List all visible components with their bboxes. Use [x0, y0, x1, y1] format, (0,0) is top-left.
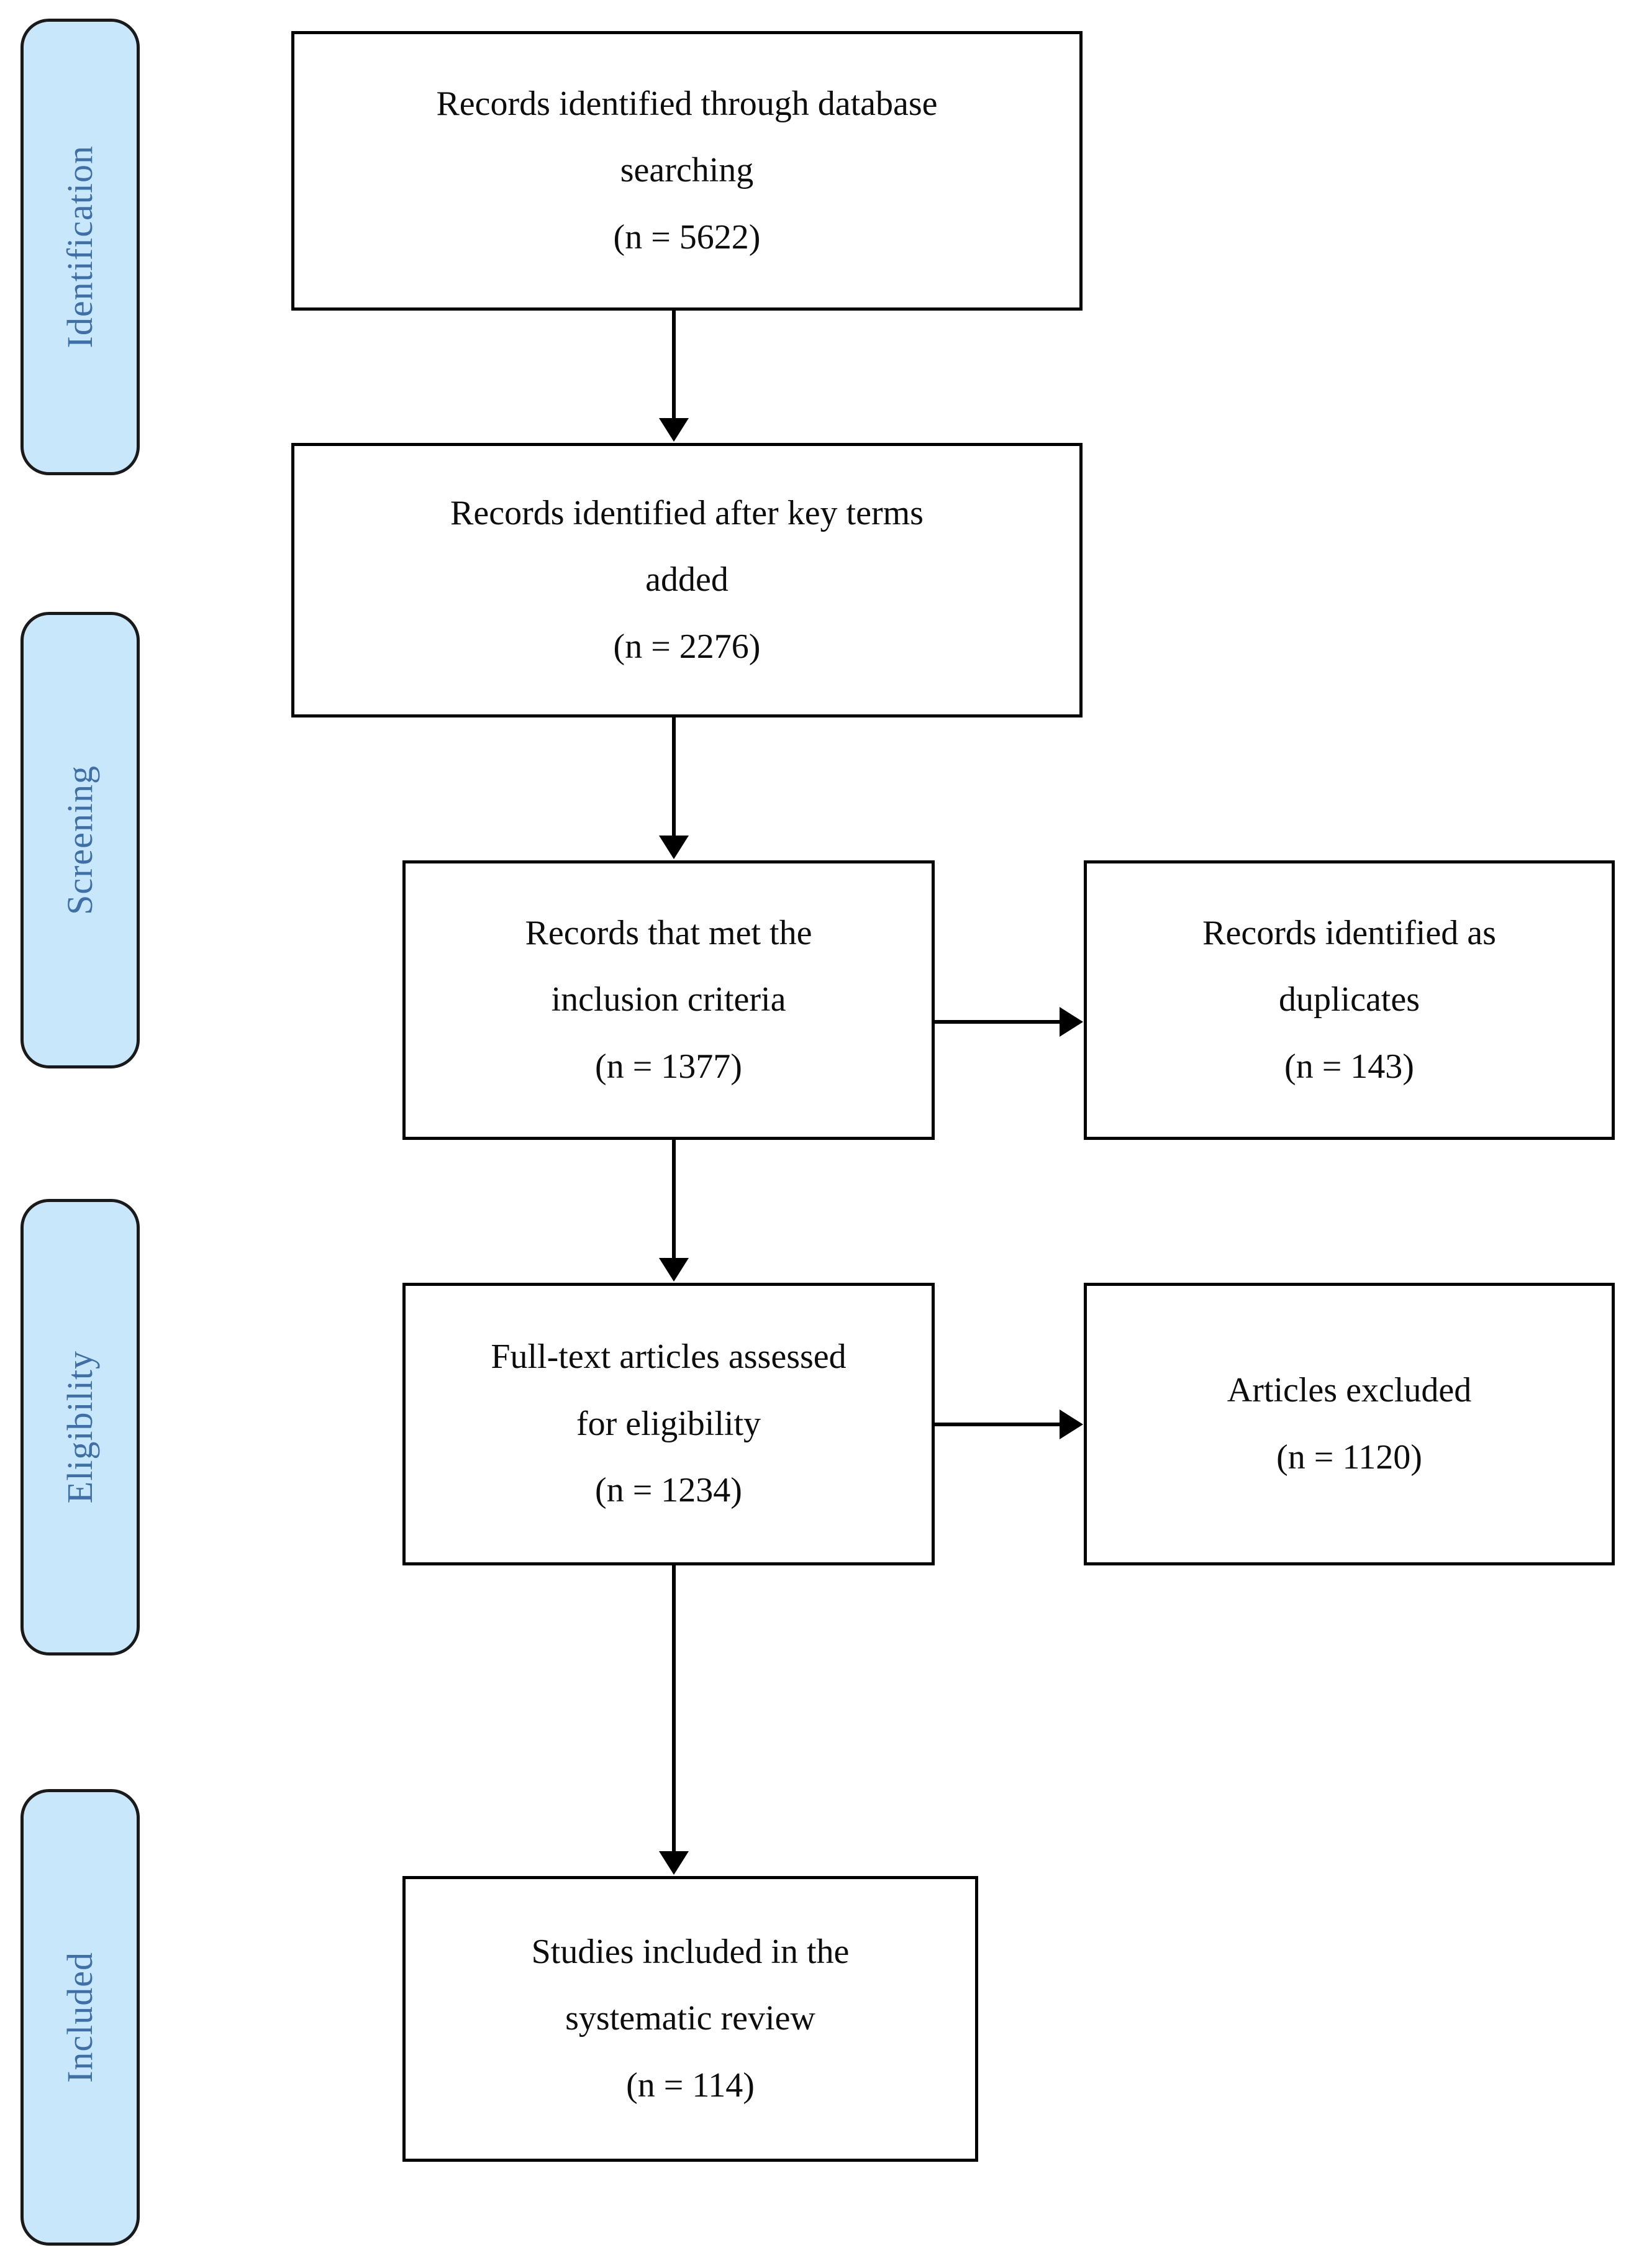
box-line-text: Records identified through database [436, 84, 938, 123]
box-line-text: for eligibility [576, 1404, 761, 1443]
box-line-text: Studies included in the [531, 1932, 850, 1971]
box-line-text: added [645, 560, 729, 599]
stage-label-included: Included [60, 1952, 100, 2083]
flow-box-articles-excluded: Articles excluded (n = 1120) [1084, 1283, 1615, 1565]
arrow-1-head [659, 418, 689, 442]
arrow-6-line [672, 1565, 676, 1852]
box-line-count: (n = 1120) [1276, 1437, 1422, 1477]
stage-label-eligibility: Eligibility [60, 1350, 100, 1504]
box-line-count: (n = 1377) [595, 1047, 742, 1086]
flow-box-studies-included-systematic-review: Studies included in the systematic revie… [402, 1876, 978, 2162]
box-line-text: inclusion criteria [551, 980, 786, 1019]
flow-box-records-duplicates: Records identified as duplicates (n = 14… [1084, 860, 1615, 1140]
box-line-count: (n = 1234) [595, 1471, 742, 1510]
arrow-2-head [659, 836, 689, 859]
box-line-text: systematic review [565, 1999, 815, 2038]
arrow-5-head [1060, 1410, 1083, 1439]
flow-box-records-identified-database: Records identified through database sear… [291, 31, 1083, 311]
arrow-1-line [672, 311, 676, 419]
box-line-count: (n = 5622) [613, 217, 761, 257]
box-line-text: duplicates [1278, 980, 1420, 1019]
box-line-text: searching [620, 151, 754, 190]
arrow-3-line [935, 1020, 1061, 1024]
arrow-6-head [659, 1851, 689, 1875]
stage-pill-eligibility: Eligibility [20, 1199, 140, 1655]
stage-pill-screening: Screening [20, 612, 140, 1068]
box-line-count: (n = 2276) [613, 627, 761, 666]
box-line-text: Records identified after key terms [450, 493, 924, 532]
arrow-5-line [935, 1423, 1061, 1426]
arrow-4-line [672, 1140, 676, 1259]
flow-box-records-met-inclusion-criteria: Records that met the inclusion criteria … [402, 860, 935, 1140]
box-line-count: (n = 143) [1284, 1047, 1414, 1086]
flow-box-fulltext-assessed-eligibility: Full-text articles assessed for eligibil… [402, 1283, 935, 1565]
box-line-text: Full-text articles assessed [491, 1337, 847, 1377]
box-line-text: Records identified as [1202, 913, 1496, 952]
box-line-count: (n = 114) [626, 2065, 755, 2105]
stage-label-identification: Identification [60, 145, 100, 348]
box-line-text: Articles excluded [1227, 1370, 1472, 1410]
stage-pill-identification: Identification [20, 19, 140, 475]
arrow-3-head [1060, 1007, 1083, 1037]
stage-pill-included: Included [20, 1789, 140, 2246]
arrow-4-head [659, 1258, 689, 1282]
flow-box-records-after-key-terms: Records identified after key terms added… [291, 443, 1083, 717]
arrow-2-line [672, 717, 676, 837]
box-line-text: Records that met the [525, 913, 812, 952]
stage-label-screening: Screening [60, 765, 100, 915]
